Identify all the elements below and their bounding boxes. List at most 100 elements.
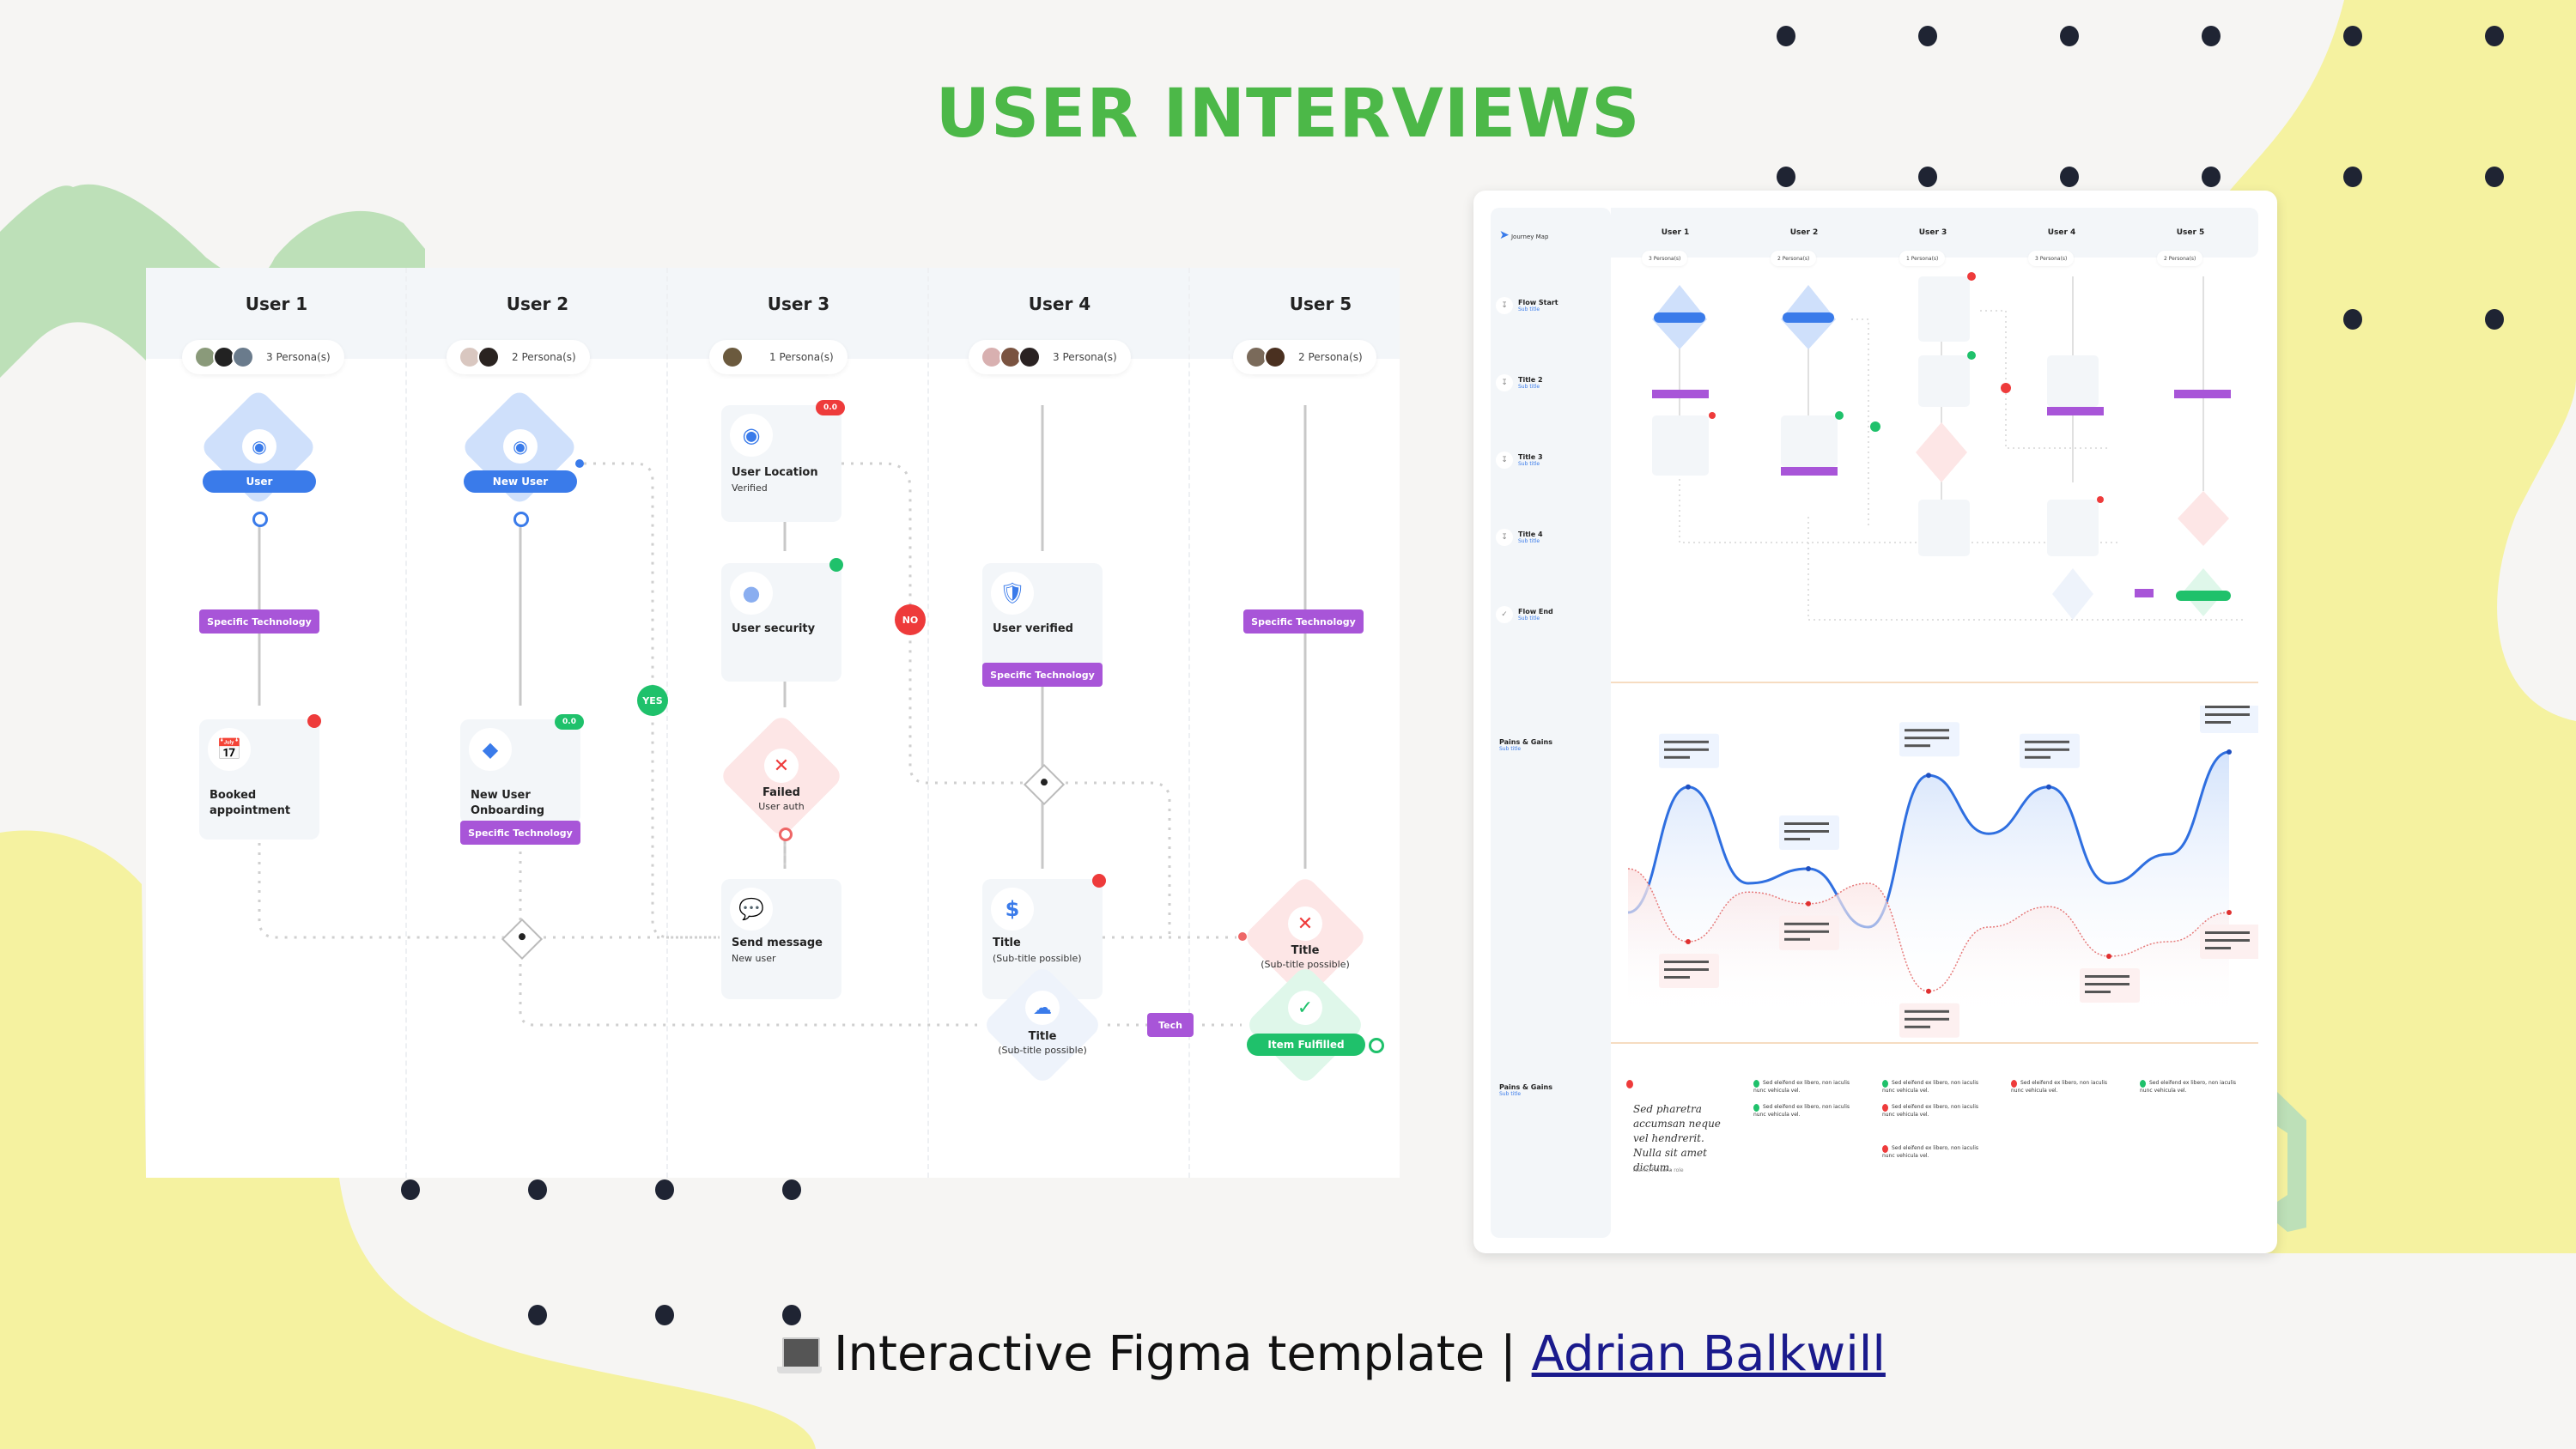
persona-chip-user-5[interactable]: 2 Persona(s) (1233, 340, 1376, 374)
error-badge (307, 714, 321, 728)
success-badge (829, 558, 843, 572)
connector-handle[interactable] (1369, 1038, 1384, 1053)
mini-tag (2047, 407, 2104, 415)
connector-handle[interactable] (513, 512, 529, 527)
annotation-text-line (2025, 740, 2069, 743)
decorative-dot (2343, 309, 2362, 330)
mini-tag (2174, 390, 2231, 398)
end-node-item-fulfilled[interactable]: Item Fulfilled (1247, 1034, 1365, 1056)
persona-chip-user-4[interactable]: 3 Persona(s) (969, 340, 1131, 374)
connector-dashed (258, 843, 507, 939)
message-icon: 💬 (730, 888, 773, 931)
tag-specific-technology[interactable]: Specific Technology (460, 821, 580, 845)
preview-persona-chip: 2 Persona(s) (2157, 251, 2203, 266)
start-node-new-user[interactable]: New User (464, 470, 577, 493)
data-point-pains (1926, 988, 1931, 994)
footer-credit: Interactive Figma template | Adrian Balk… (777, 1326, 1886, 1382)
mini-yes (1870, 421, 1880, 432)
annotation-text-line (2085, 975, 2129, 978)
column-header-user-2: User 2 (506, 294, 569, 314)
card-user-security[interactable]: ● User security (721, 563, 841, 682)
card-payment-title[interactable]: $ Title(Sub-title possible) (982, 879, 1103, 999)
gain-note: Sed eleifend ex libero, non iaculis nunc… (1882, 1080, 1979, 1094)
series-area-pains (1628, 869, 2229, 1015)
card-new-user-onboarding[interactable]: ◆ New User Onboarding (460, 719, 580, 824)
decorative-dot (782, 1305, 801, 1325)
connector-handle[interactable] (252, 512, 268, 527)
preview-persona-chip: 3 Persona(s) (2028, 251, 2075, 266)
mini-card (1918, 355, 1970, 407)
annotation-text-line (1664, 961, 1709, 963)
annotation-text-line (1664, 748, 1709, 751)
annotation-box-pains (1779, 915, 1839, 950)
author-link[interactable]: Adrian Balkwill (1531, 1326, 1886, 1382)
annotation-text-line (1664, 755, 1690, 759)
annotation-text-line (1784, 922, 1829, 925)
annotation-text-line (2085, 991, 2111, 993)
persona-chip-user-2[interactable]: 2 Persona(s) (447, 340, 590, 374)
column-divider (666, 268, 670, 1178)
connector-handle[interactable] (779, 828, 793, 841)
persona-count: 3 Persona(s) (1053, 351, 1117, 363)
decorative-dot (528, 1179, 547, 1200)
annotation-text-line (1784, 838, 1810, 840)
tag-specific-technology[interactable]: Specific Technology (199, 609, 319, 634)
column-header-user-1: User 1 (245, 294, 308, 314)
card-booked-appointment[interactable]: 📅 Booked appointment (199, 719, 319, 840)
layers-icon: ◆ (469, 728, 512, 771)
flow-connectors (258, 405, 1307, 1027)
user-icon: ◉ (503, 429, 538, 464)
annotation-text-line (1784, 822, 1829, 825)
persona-chip-user-1[interactable]: 3 Persona(s) (182, 340, 344, 374)
mini-card (2047, 500, 2099, 556)
cloud-node-title[interactable]: Title(Sub-title possible) (998, 1030, 1087, 1056)
decorative-dot (2202, 167, 2221, 187)
preview-column-header: User 1 (1661, 228, 1690, 237)
check-icon: ✓ (1496, 606, 1513, 623)
data-point-gains (2046, 784, 2051, 790)
decorative-dot (1918, 167, 1937, 187)
decorative-dot (1918, 26, 1937, 46)
mini-error-badge (2097, 496, 2104, 503)
mini-card (1918, 500, 1970, 556)
column-divider (1188, 268, 1192, 1178)
preview-persona-chip: 3 Persona(s) (1642, 251, 1688, 266)
persona-chip-user-3[interactable]: 1 Persona(s) (709, 340, 848, 374)
decorative-dot (401, 1179, 420, 1200)
section-divider (1611, 682, 2258, 683)
mini-start-pill (1654, 312, 1705, 323)
row-icon: ↧ (1496, 529, 1513, 546)
footer-text: Interactive Figma template | (834, 1326, 1516, 1382)
calendar-icon: 📅 (208, 728, 251, 771)
connector-handle[interactable] (1238, 932, 1247, 941)
tag-specific-technology[interactable]: Specific Technology (982, 663, 1103, 687)
tag-specific-technology[interactable]: Specific Technology (1243, 609, 1364, 634)
decision-no[interactable]: NO (895, 604, 926, 635)
annotation-text-line (1905, 1025, 1930, 1028)
mini-nodes (1652, 272, 2231, 620)
mini-tag (1781, 467, 1838, 476)
gain-note: Sed eleifend ex libero, non iaculis nunc… (2140, 1080, 2237, 1094)
score-badge: 0.0 (555, 714, 584, 730)
annotation-text-line (1664, 976, 1690, 979)
failed-node-title[interactable]: Title(Sub-title possible) (1261, 944, 1350, 970)
decision-yes[interactable]: YES (637, 685, 668, 716)
annotation-text-line (2205, 713, 2250, 716)
mini-error-badge (1967, 272, 1976, 281)
annotation-text-line (1784, 930, 1829, 933)
mini-card (1781, 415, 1838, 467)
tag-tech[interactable]: Tech (1147, 1013, 1194, 1037)
mini-failed-node (1916, 422, 1967, 482)
mini-connector (1980, 310, 2109, 449)
mini-success-badge (1835, 411, 1844, 420)
row-icon: ↧ (1496, 297, 1513, 314)
decorative-dot (2485, 167, 2504, 187)
start-node-user[interactable]: User (203, 470, 316, 493)
connector-handle[interactable] (575, 459, 584, 468)
